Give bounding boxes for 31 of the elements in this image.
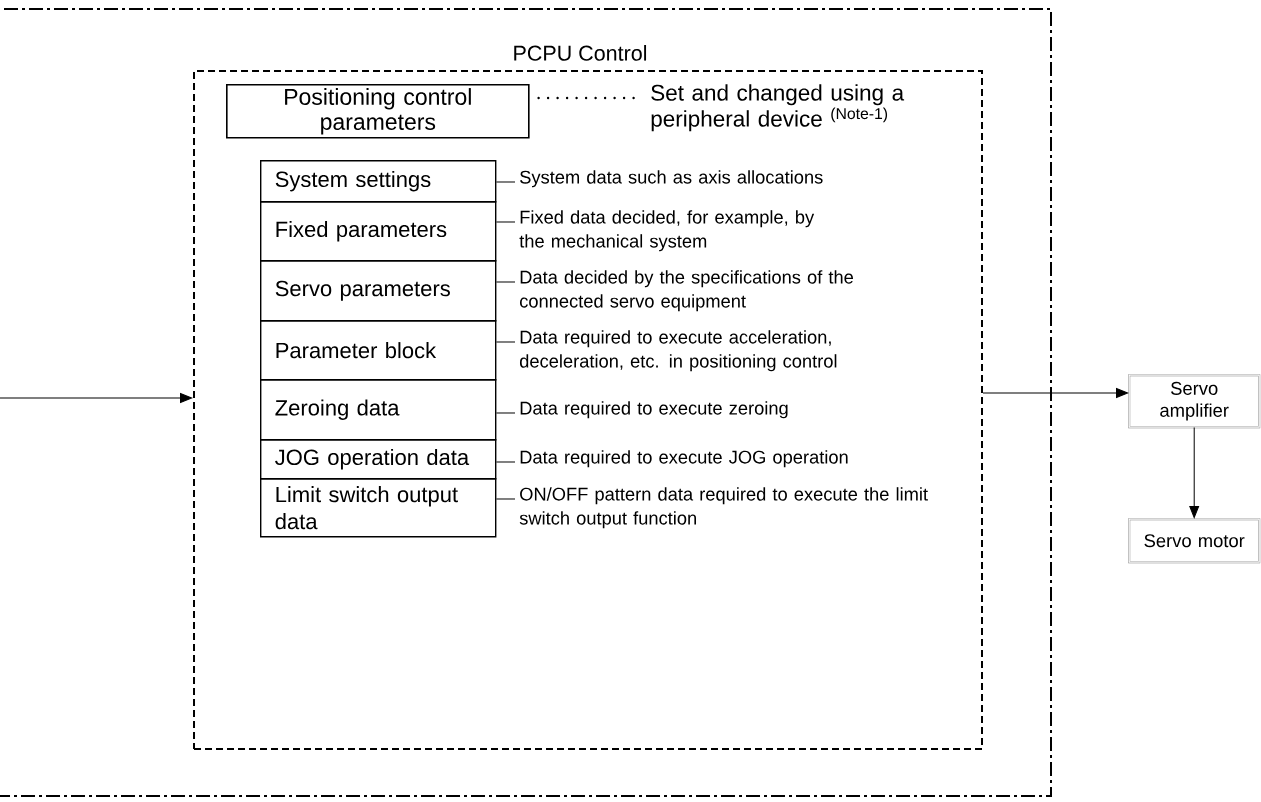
description-text: Data required to execute acceleration, deceleration, etc. in positioning control [520, 330, 837, 372]
leader-line [495, 498, 516, 500]
description-text: System data such as axis allocations [520, 170, 823, 188]
parameter-box: Positioning control parameters [226, 84, 530, 139]
description-text: Data decided by the specifications of the connected servo equipment [520, 270, 853, 312]
description-text: Data required to execute JOG operation [520, 450, 848, 468]
parameter-box: Limit switch output data [260, 478, 497, 538]
parameter-box: JOG operation data [260, 439, 497, 480]
parameter-box: Parameter block [260, 320, 497, 381]
arrow [0, 393, 193, 403]
description-text: Fixed data decided, for example, by the mechanical system [519, 210, 815, 252]
arrow [1189, 426, 1200, 519]
description-text: Data required to execute zeroing [520, 401, 788, 419]
region-title: PCPU Control [514, 45, 647, 61]
leader-line [495, 221, 516, 223]
servo-box: Servo motor [1128, 518, 1261, 564]
leader-line [495, 281, 516, 283]
leader-line [495, 461, 516, 463]
parameter-box: Servo parameters [260, 260, 497, 322]
dash-dot-frame [0, 8, 1052, 797]
dotted-leader [537, 96, 636, 100]
parameter-box: Fixed parameters [260, 201, 497, 262]
parameter-box: Zeroing data [260, 379, 497, 441]
leader-line [495, 181, 516, 183]
note-text: Set and changed using a peripheral device $^{(Note-1)}$ [651, 84, 905, 132]
arrow [982, 388, 1129, 398]
description-text: ON/OFF pattern data required to execute the limit switch output function [519, 487, 928, 529]
parameter-box: System settings [260, 160, 497, 203]
leader-line [495, 341, 516, 343]
servo-box: Servo amplifier [1128, 374, 1261, 429]
leader-line [495, 412, 516, 414]
